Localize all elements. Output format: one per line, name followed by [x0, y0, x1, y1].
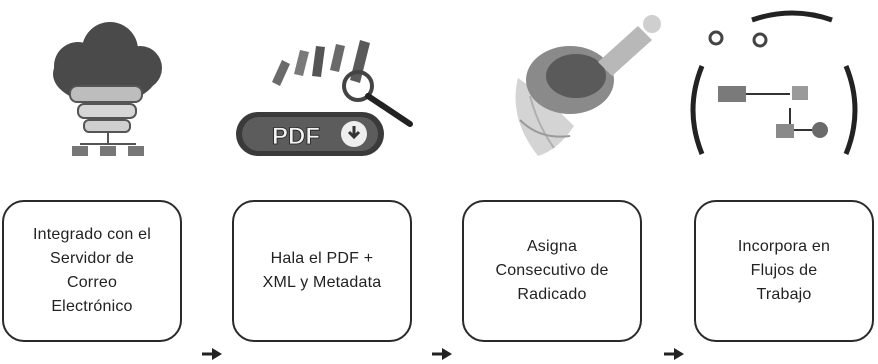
step-box-pdf-pull: Hala el PDF + XML y Metadata [232, 200, 412, 342]
step-label: Integrado con el Servidor de Correo Elec… [33, 226, 151, 315]
step-box-integration: Integrado con el Servidor de Correo Elec… [2, 200, 182, 342]
rubber-stamp-icon [515, 15, 661, 156]
arrow-icon [432, 348, 452, 360]
step-label: Incorpora en Flujos de Trabajo [737, 238, 831, 303]
illustrations-row: PDF [53, 10, 858, 156]
pdf-badge-text: PDF [272, 123, 320, 150]
arrow-icon [202, 348, 222, 360]
step-label: Asigna Consecutivo de Radicado [495, 238, 609, 303]
workflow-icon [690, 10, 858, 155]
step-label: Hala el PDF + XML y Metadata [262, 250, 382, 291]
pdf-download-icon [236, 40, 413, 156]
step-box-workflows: Incorpora en Flujos de Trabajo [694, 200, 874, 342]
arrow-icon [664, 348, 684, 360]
step-box-numbering: Asigna Consecutivo de Radicado [462, 200, 642, 342]
cloud-server-icon [53, 22, 162, 156]
